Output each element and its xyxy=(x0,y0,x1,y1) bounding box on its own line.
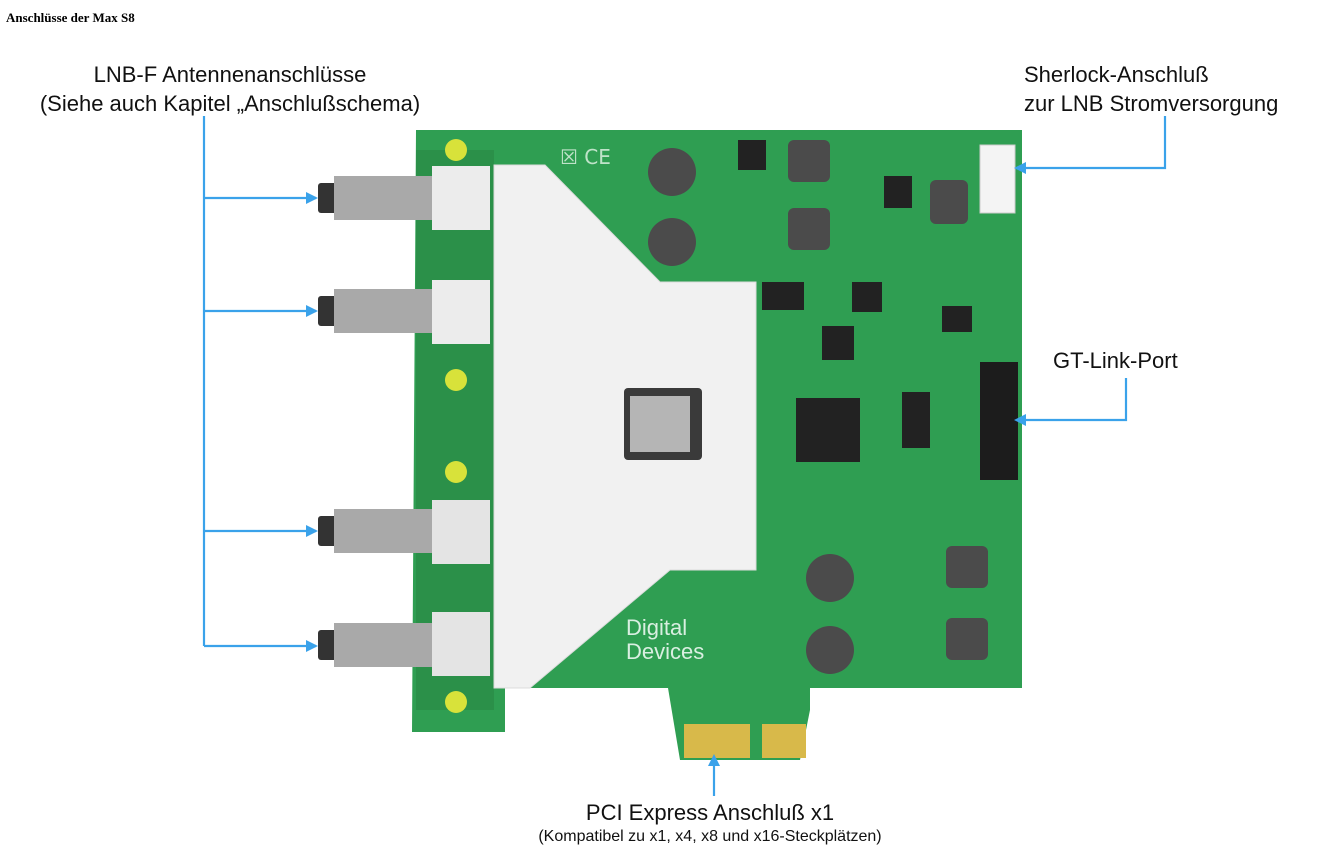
sherlock-connector-label: Sherlock-Anschluß zur LNB Stromversorgun… xyxy=(1024,60,1278,118)
inductor xyxy=(946,618,988,660)
tuner-chip-top xyxy=(630,396,690,452)
sherlock-connector xyxy=(979,144,1016,214)
sherlock-callout-line xyxy=(1022,116,1167,170)
gt-link-port xyxy=(980,362,1018,480)
pcie-fingers-left xyxy=(684,724,750,758)
lnb-connectors-label: LNB-F Antennenanschlüsse (Siehe auch Kap… xyxy=(10,60,450,118)
sherlock-label-line1: Sherlock-Anschluß xyxy=(1024,62,1209,87)
pci-express-label: PCI Express Anschluß x1 (Kompatibel zu x… xyxy=(470,798,950,847)
brand-line1: Digital xyxy=(626,615,688,640)
pcie-fingers-right xyxy=(762,724,806,758)
inductor xyxy=(806,554,854,602)
cert-marks: ☒ CE xyxy=(560,145,611,169)
page-title: Anschlüsse der Max S8 xyxy=(6,10,135,25)
gtlink-callout-line xyxy=(1022,378,1128,422)
mount-pad xyxy=(445,691,467,713)
main-chip xyxy=(796,398,860,462)
ic xyxy=(822,326,854,360)
mount-pad xyxy=(445,369,467,391)
pci-arrowhead xyxy=(708,754,720,766)
inductor xyxy=(648,148,696,196)
ic xyxy=(852,282,882,312)
mount-pad xyxy=(445,461,467,483)
inductor xyxy=(788,140,830,182)
gtlink-arrowhead xyxy=(1014,414,1026,426)
f-connector-3 xyxy=(318,500,490,564)
ic xyxy=(738,140,766,170)
inductor xyxy=(930,180,968,224)
f-connector-4 xyxy=(318,612,490,676)
lnb-label-line1: LNB-F Antennenanschlüsse xyxy=(93,62,367,87)
ic xyxy=(884,176,912,208)
pci-label-line1: PCI Express Anschluß x1 xyxy=(585,800,835,825)
inductor xyxy=(806,626,854,674)
ic xyxy=(762,282,804,310)
mount-pad xyxy=(445,139,467,161)
lnb-label-line2: (Siehe auch Kapitel „Anschlußschema) xyxy=(39,91,421,116)
pci-label-line2: (Kompatibel zu x1, x4, x8 und x16-Steckp… xyxy=(538,828,882,845)
brand-line2: Devices xyxy=(626,639,705,664)
inductor xyxy=(788,208,830,250)
gt-link-port-label: GT-Link-Port xyxy=(1053,348,1178,373)
inductor xyxy=(946,546,988,588)
sherlock-label-line2: zur LNB Stromversorgung xyxy=(1024,91,1279,116)
brand-logo: Digital Devices xyxy=(626,616,704,664)
ic xyxy=(902,392,930,448)
inductor xyxy=(648,218,696,266)
sherlock-arrowhead xyxy=(1014,162,1026,174)
f-connector-2 xyxy=(318,280,490,344)
f-connector-1 xyxy=(318,166,490,230)
lnb-arrowheads xyxy=(306,192,318,652)
ic xyxy=(942,306,972,332)
lnb-callout-lines xyxy=(202,116,316,648)
